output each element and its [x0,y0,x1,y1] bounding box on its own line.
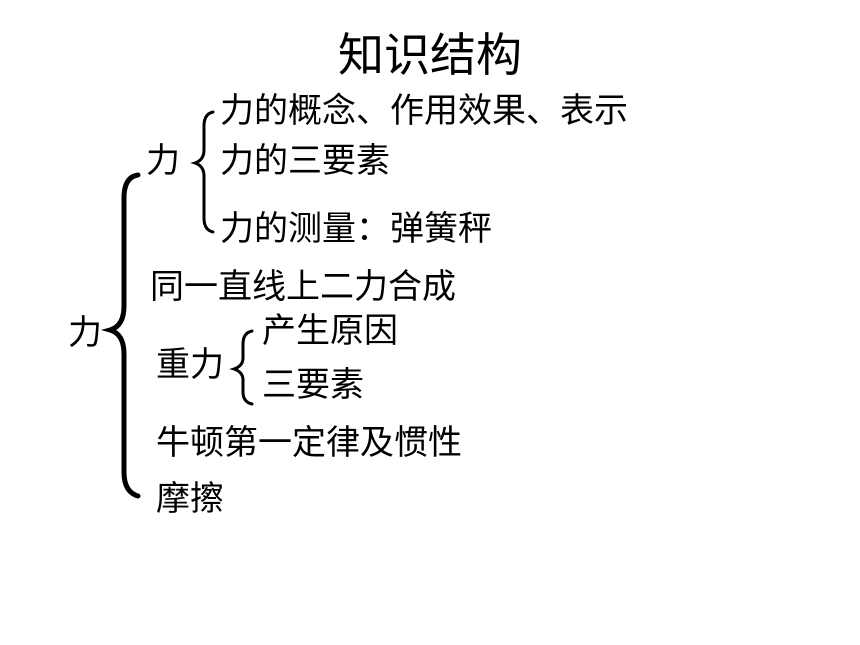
force-item-concept: 力的概念、作用效果、表示 [220,91,628,131]
gravity-item-cause: 产生原因 [262,311,398,351]
force-brace [190,110,215,234]
force-label: 力 [146,141,180,181]
gravity-label: 重力 [156,345,224,385]
force-item-measurement: 力的测量：弹簧秤 [220,209,492,249]
newton-first-law-item: 牛顿第一定律及惯性 [156,423,462,463]
force-item-three-elements: 力的三要素 [220,141,390,181]
slide-title: 知识结构 [338,28,522,82]
gravity-brace [229,329,254,406]
gravity-item-three-elements: 三要素 [262,365,364,405]
root-brace [100,172,141,499]
resultant-force-item: 同一直线上二力合成 [150,267,456,307]
root-label: 力 [68,313,102,353]
friction-item: 摩擦 [156,479,224,519]
